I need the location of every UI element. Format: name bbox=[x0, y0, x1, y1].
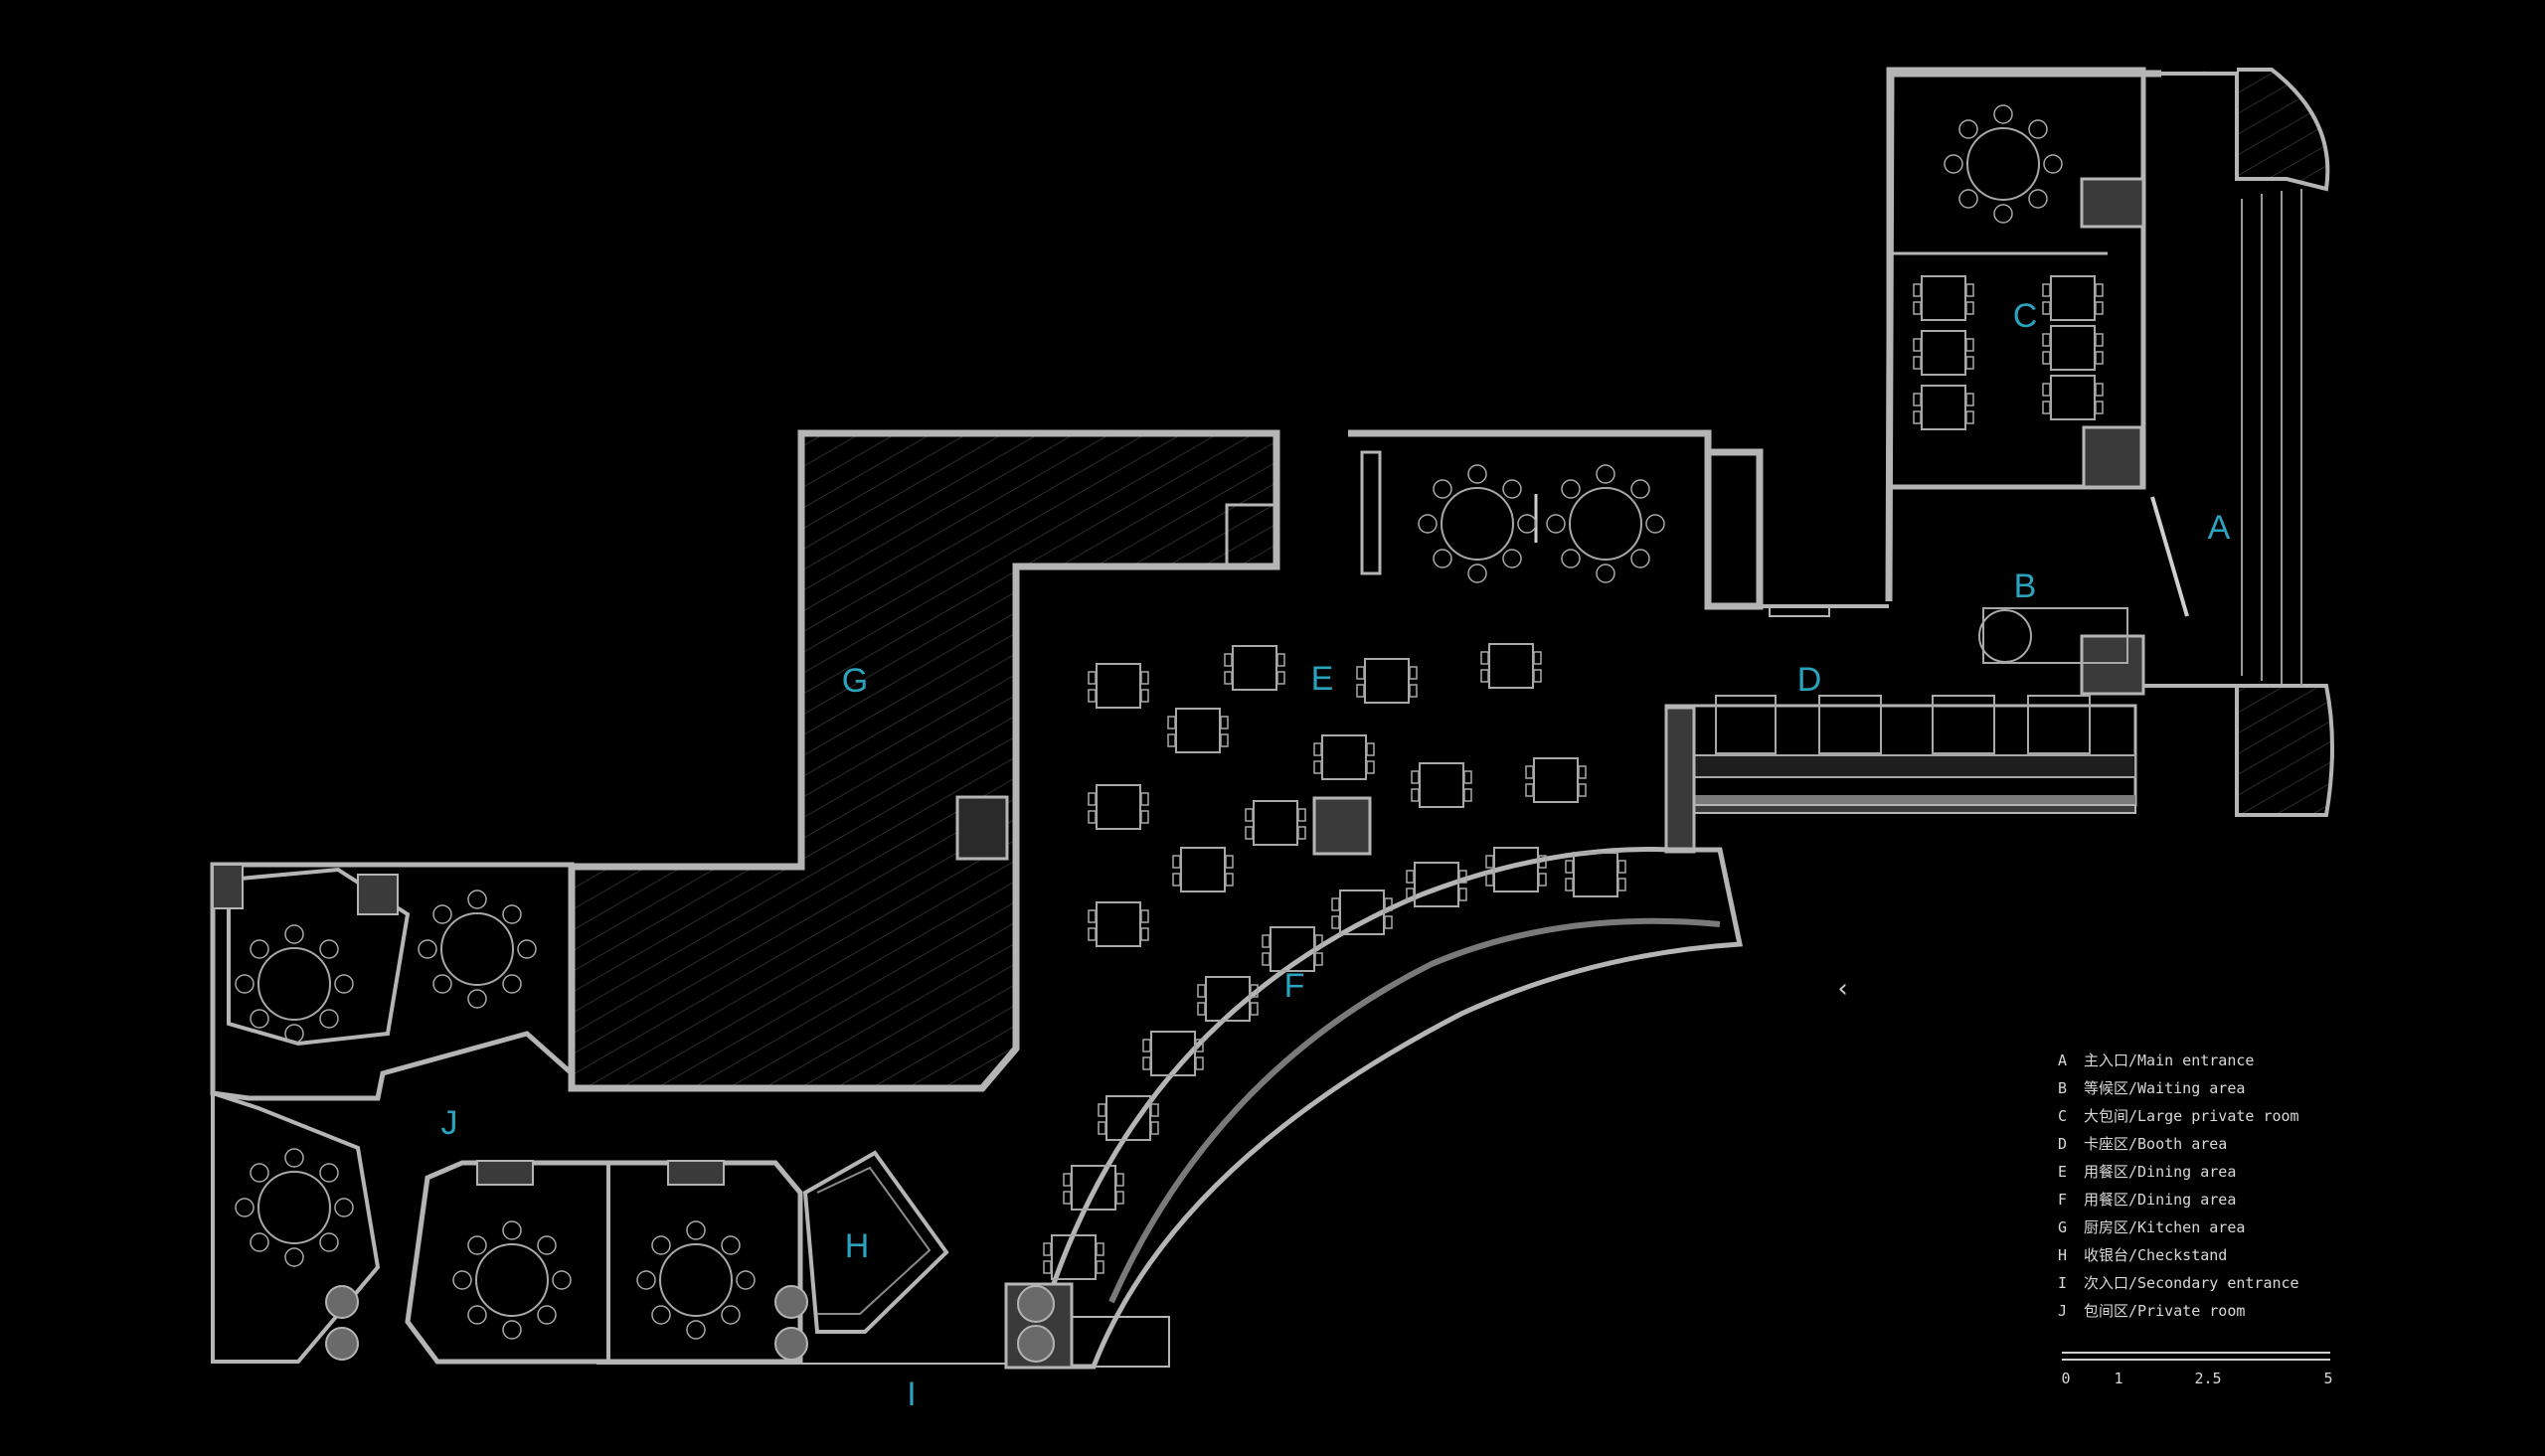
legend-text: 主入口/Main entrance bbox=[2084, 1052, 2255, 1069]
square-table bbox=[1142, 1031, 1204, 1076]
checkstand bbox=[802, 1150, 949, 1334]
legend-text: 收银台/Checkstand bbox=[2084, 1246, 2228, 1264]
square-table bbox=[1565, 852, 1626, 897]
legend: A 主入口/Main entrance B 等候区/Waiting area C 大包… bbox=[2058, 1047, 2299, 1325]
legend-item: H 收银台/Checkstand bbox=[2058, 1241, 2299, 1269]
square-table bbox=[1331, 890, 1393, 935]
zone-label-h: H bbox=[844, 1227, 870, 1265]
square-table bbox=[1245, 800, 1306, 846]
legend-item: J 包间区/Private room bbox=[2058, 1297, 2299, 1325]
scale-tick: 5 bbox=[2323, 1370, 2333, 1387]
legend-key: B bbox=[2058, 1079, 2068, 1097]
zone-label-j: J bbox=[440, 1104, 458, 1142]
round-table bbox=[1418, 464, 1537, 583]
legend-text: 等候区/Waiting area bbox=[2084, 1079, 2246, 1097]
square-table bbox=[1043, 1234, 1104, 1280]
round-table bbox=[418, 890, 537, 1009]
zone-label-b: B bbox=[2013, 567, 2037, 605]
column bbox=[1312, 796, 1372, 856]
legend-key: A bbox=[2058, 1052, 2068, 1069]
planter bbox=[1978, 609, 2032, 663]
square-table bbox=[1356, 658, 1418, 704]
square-table bbox=[1406, 862, 1467, 907]
legend-item: A 主入口/Main entrance bbox=[2058, 1047, 2299, 1074]
square-table bbox=[1313, 734, 1375, 780]
legend-text: 卡座区/Booth area bbox=[2084, 1135, 2228, 1153]
entrance-structure bbox=[2143, 68, 2330, 192]
round-table bbox=[452, 1220, 572, 1340]
private-room-c-wall bbox=[1886, 67, 2146, 490]
scale-bar: 0 1 2.5 5 bbox=[2061, 1352, 2333, 1387]
zone-label-c: C bbox=[2012, 297, 2038, 335]
scale-tick: 2.5 bbox=[2194, 1370, 2222, 1387]
kitchen-block bbox=[568, 429, 1280, 1092]
legend-item: B 等候区/Waiting area bbox=[2058, 1074, 2299, 1102]
square-table bbox=[2042, 375, 2104, 420]
zone-label-g: G bbox=[841, 662, 869, 700]
square-table bbox=[1913, 330, 1974, 376]
legend-text: 大包间/Large private room bbox=[2084, 1107, 2299, 1125]
square-table bbox=[1088, 784, 1149, 830]
zone-label-e: E bbox=[1310, 660, 1334, 698]
north-wall bbox=[1348, 429, 1764, 610]
legend-text: 包间区/Private room bbox=[2084, 1302, 2246, 1320]
legend-key: J bbox=[2058, 1302, 2068, 1320]
square-table bbox=[1411, 762, 1472, 808]
kitchen-counter bbox=[955, 795, 1009, 861]
square-table bbox=[1485, 847, 1547, 892]
legend-text: 用餐区/Dining area bbox=[2084, 1163, 2237, 1181]
legend-key: E bbox=[2058, 1163, 2068, 1181]
square-table bbox=[2042, 275, 2104, 321]
legend-text: 厨房区/Kitchen area bbox=[2084, 1218, 2246, 1236]
scale-tick: 0 bbox=[2061, 1370, 2071, 1387]
square-table bbox=[1088, 901, 1149, 947]
square-table bbox=[1172, 847, 1234, 892]
square-table bbox=[1480, 643, 1542, 689]
legend-key: D bbox=[2058, 1135, 2068, 1153]
zone-label-d: D bbox=[1796, 661, 1822, 699]
legend-item: I 次入口/Secondary entrance bbox=[2058, 1269, 2299, 1297]
legend-key: I bbox=[2058, 1274, 2068, 1292]
chevron-left-icon[interactable]: ‹ bbox=[1835, 974, 1851, 1004]
zone-label-i: I bbox=[907, 1375, 917, 1413]
legend-item: G 厨房区/Kitchen area bbox=[2058, 1213, 2299, 1241]
legend-item: E 用餐区/Dining area bbox=[2058, 1158, 2299, 1186]
legend-text: 用餐区/Dining area bbox=[2084, 1191, 2237, 1209]
square-table bbox=[1913, 275, 1974, 321]
square-table bbox=[2042, 325, 2104, 371]
legend-item: F 用餐区/Dining area bbox=[2058, 1186, 2299, 1213]
scale-line bbox=[2062, 1352, 2330, 1354]
private-room-wall bbox=[210, 862, 575, 1101]
waiting-bench bbox=[1982, 607, 2128, 664]
legend-key: G bbox=[2058, 1218, 2068, 1236]
zone-label-f: F bbox=[1283, 967, 1305, 1005]
round-table bbox=[1546, 464, 1665, 583]
round-table bbox=[235, 1148, 354, 1267]
square-table bbox=[1167, 708, 1229, 753]
legend-key: C bbox=[2058, 1107, 2068, 1125]
square-table bbox=[1224, 645, 1285, 691]
curved-dining-wall bbox=[1025, 847, 1744, 1370]
legend-text: 次入口/Secondary entrance bbox=[2084, 1274, 2299, 1292]
round-table bbox=[1944, 104, 2063, 224]
legend-key: F bbox=[2058, 1191, 2068, 1209]
round-table bbox=[235, 924, 354, 1044]
scale-tick: 1 bbox=[2114, 1370, 2123, 1387]
legend-key: H bbox=[2058, 1246, 2068, 1264]
legend-item: D 卡座区/Booth area bbox=[2058, 1130, 2299, 1158]
square-table bbox=[1525, 757, 1587, 803]
legend-item: C 大包间/Large private room bbox=[2058, 1102, 2299, 1130]
square-table bbox=[1088, 663, 1149, 709]
square-table bbox=[1913, 385, 1974, 430]
round-table bbox=[636, 1220, 756, 1340]
zone-label-a: A bbox=[2207, 509, 2231, 547]
kitchen-storage bbox=[1225, 503, 1278, 568]
scale-line bbox=[2062, 1359, 2330, 1361]
